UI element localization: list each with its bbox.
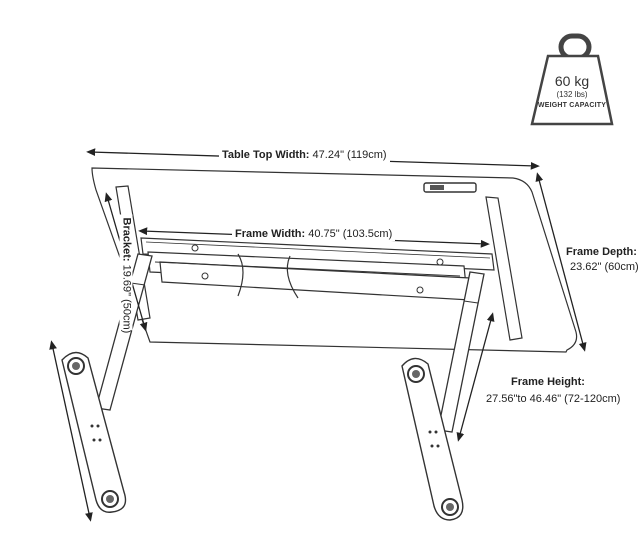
table-top-width-value: 47.24" (119cm) xyxy=(312,149,387,161)
table-top-width-title: Table Top Width: xyxy=(222,149,310,161)
frame-depth-arrow xyxy=(535,172,587,352)
frame-height-arrow xyxy=(456,312,495,442)
frame-height-value: 27.56"to 46.46" (72-120cm) xyxy=(486,393,621,405)
frame-depth-title: Frame Depth: xyxy=(566,246,637,259)
bracket-label: Bracket: 19.69" (50cm) xyxy=(119,214,133,334)
weight-value: 60 kg xyxy=(554,73,590,89)
weight-lbs: (132 lbs) xyxy=(556,90,588,99)
frame-height-title-text: Frame Height: xyxy=(511,376,585,388)
weight-icon xyxy=(530,33,614,126)
frame-depth-value: 23.62" (60cm) xyxy=(570,261,639,273)
bracket-value: 19.69" (50cm) xyxy=(120,264,133,334)
frame-width-title: Frame Width: xyxy=(235,228,306,240)
bracket-right xyxy=(485,196,523,341)
weight-caption: WEIGHT CAPACITY xyxy=(537,102,607,109)
frame-width-label: Frame Width: 40.75" (103.5cm) xyxy=(232,228,396,241)
frame-depth-title-text: Frame Depth: xyxy=(566,246,637,258)
bracket-title: Bracket: xyxy=(120,217,133,262)
foot-right xyxy=(401,357,464,521)
frame-height-title: Frame Height: xyxy=(511,376,585,389)
table-top-width-label: Table Top Width: 47.24" (119cm) xyxy=(219,149,390,162)
frame-width-value: 40.75" (103.5cm) xyxy=(308,228,393,240)
foot-length-arrow xyxy=(49,340,93,522)
